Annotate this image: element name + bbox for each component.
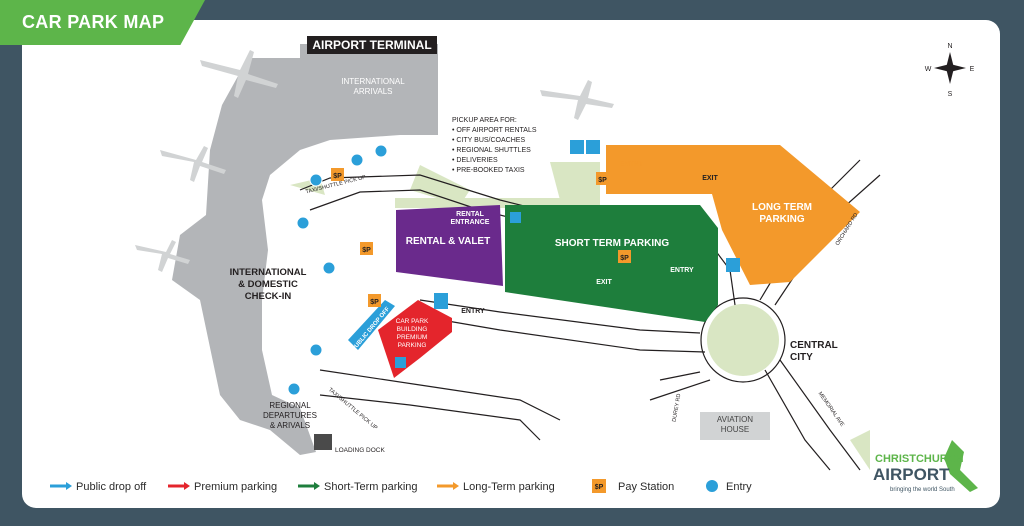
short-term-label: SHORT TERM PARKING xyxy=(555,238,669,249)
pay-station-label: $P xyxy=(370,299,379,306)
pay-stations: $P $P $P $P $P xyxy=(331,168,631,307)
legend-pay: Pay Station xyxy=(618,481,674,493)
disabled-parking-icon xyxy=(395,357,406,368)
legend-public: Public drop off xyxy=(76,481,147,493)
premium-label-2: BUILDING xyxy=(397,326,428,333)
disabled-sign xyxy=(586,140,600,154)
rental-valet-label: RENTAL & VALET xyxy=(406,236,490,247)
logo-tagline: bringing the world South xyxy=(890,487,955,493)
logo-line2: AIRPORT xyxy=(873,465,950,484)
loading-dock-label: LOADING DOCK xyxy=(335,447,386,454)
legend-long: Long-Term parking xyxy=(463,481,555,493)
pickup-line-2: • CITY BUS/COACHES xyxy=(452,137,525,144)
legend-entry: Entry xyxy=(726,481,752,493)
pickup-line-3: • REGIONAL SHUTTLES xyxy=(452,147,531,154)
international-arrivals-label-2: ARRIVALS xyxy=(354,87,393,96)
premium-label-3: PREMIUM xyxy=(397,334,428,341)
premium-label-4: PARKING xyxy=(398,342,427,349)
christchurch-airport-logo: CHRISTCHURCH AIRPORT bringing the world … xyxy=(873,440,978,493)
entry-sign xyxy=(726,258,740,272)
central-city-label-1: CENTRAL xyxy=(790,340,838,351)
exit-mid-label: EXIT xyxy=(596,279,612,286)
rental-entrance-label-2: ENTRANCE xyxy=(451,219,490,226)
pickup-line-5: • PRE-BOOKED TAXIS xyxy=(452,167,525,174)
premium-label-1: CAR PARK xyxy=(396,318,429,325)
compass-e: E xyxy=(970,66,975,73)
checkin-label-2: & DOMESTIC xyxy=(238,279,298,290)
long-term-label-1: LONG TERM xyxy=(752,202,812,213)
taxi-pickup-bottom-label: TAXI/SHUTTLE PICK UP xyxy=(327,387,379,432)
legend-pay-symbol: $P xyxy=(595,484,604,491)
grass-area xyxy=(550,162,600,200)
pickup-line-1: • OFF AIRPORT RENTALS xyxy=(452,127,537,134)
public-dropoff-zone xyxy=(348,300,395,350)
legend: Public drop off Premium parking Short-Te… xyxy=(50,479,752,493)
pickup-line-4: • DELIVERIES xyxy=(452,157,498,164)
compass-w: W xyxy=(925,66,932,73)
grass-area xyxy=(850,430,870,470)
memorial-ave-label: MEMORIAL AVE xyxy=(817,391,846,428)
grass-area xyxy=(410,165,470,205)
regional-label-3: & ARIVALS xyxy=(270,421,310,430)
central-city-label-2: CITY xyxy=(790,352,813,363)
pickup-line-0: PICKUP AREA FOR: xyxy=(452,117,517,124)
compass-icon: N S E W xyxy=(925,43,975,98)
durey-rd-label: DUREY RD xyxy=(672,393,683,422)
entry-short-label: ENTRY xyxy=(670,267,694,274)
regional-label-2: DEPARTURES xyxy=(263,411,317,420)
disabled-parking-icon xyxy=(510,212,521,223)
terminal-header xyxy=(307,36,437,54)
international-arrivals-label-1: INTERNATIONAL xyxy=(341,77,405,86)
compass-s: S xyxy=(948,91,953,98)
pay-station-label: $P xyxy=(620,255,629,262)
regional-label-1: REGIONAL xyxy=(269,401,311,410)
rental-valet-zone xyxy=(396,205,503,286)
checkin-label-1: INTERNATIONAL xyxy=(230,267,307,278)
checkin-label-3: CHECK-IN xyxy=(245,291,292,302)
title-tab: CAR PARK MAP xyxy=(0,0,205,45)
compass-n: N xyxy=(947,43,952,50)
entry-premium-label: ENTRY xyxy=(461,308,485,315)
entry-orange-label: ENTRY xyxy=(620,161,644,168)
pay-station-label: $P xyxy=(333,173,342,180)
airplane-icon xyxy=(135,50,614,272)
aviation-house-label-1: AVIATION xyxy=(717,415,753,424)
airport-terminal-label: AIRPORT TERMINAL xyxy=(312,38,431,52)
aviation-house-label-2: HOUSE xyxy=(721,425,749,434)
long-term-parking-zone xyxy=(606,145,860,285)
pay-station-label: $P xyxy=(362,247,371,254)
pay-station-label: $P xyxy=(598,177,607,184)
legend-premium: Premium parking xyxy=(194,481,277,493)
exit-top-label: EXIT xyxy=(702,175,718,182)
short-term-parking-zone xyxy=(505,205,718,322)
page-title: CAR PARK MAP xyxy=(22,12,165,32)
entry-sign xyxy=(434,293,448,309)
long-term-label-2: PARKING xyxy=(759,214,805,225)
terminal-building xyxy=(172,44,438,455)
roundabout-grass xyxy=(707,304,779,376)
logo-line1: CHRISTCHURCH xyxy=(875,453,964,465)
rental-entrance-label-1: RENTAL xyxy=(456,211,485,218)
entry-sign xyxy=(570,140,584,154)
legend-short: Short-Term parking xyxy=(324,481,418,493)
loading-dock xyxy=(314,434,332,450)
aviation-house xyxy=(700,412,770,440)
terminal-entry-markers xyxy=(287,144,388,396)
